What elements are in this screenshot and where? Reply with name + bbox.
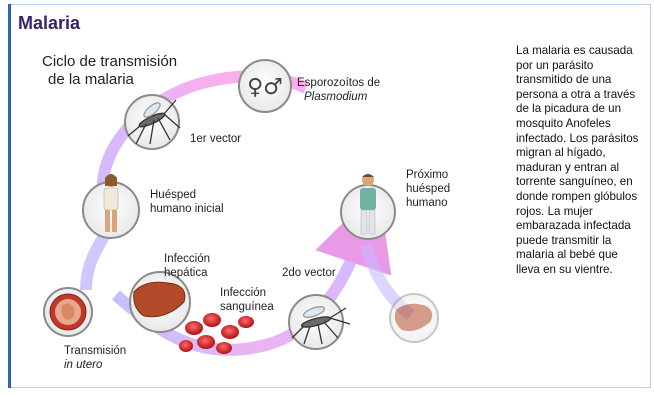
- utero-node: [43, 287, 93, 337]
- faded-liver-node: [389, 293, 439, 343]
- sporozoites-label-line1: Esporozoítos de: [297, 77, 380, 89]
- first-vector-node: [124, 94, 181, 150]
- sporozoites-node: ♀♂: [238, 59, 292, 113]
- section-title: Malaria: [18, 13, 81, 33]
- sporozoites-label-line2: Plasmodium: [304, 91, 368, 103]
- hepatic-infection-node: [129, 271, 191, 333]
- hepatic-label-line1: Infección: [164, 253, 210, 265]
- fetus-icon: [49, 293, 87, 331]
- frame-accent-bar: [8, 4, 11, 388]
- mosquito-icon: [127, 99, 181, 145]
- malaria-cycle-diagram: Ciclo de transmisión de la malaria ♀♂ Es…: [42, 53, 450, 371]
- first-vector-label: 1er vector: [190, 133, 241, 145]
- initial-host-label-line2: humano inicial: [150, 203, 224, 215]
- red-blood-cells-icon: [179, 313, 254, 354]
- hepatic-label-line2: hepática: [164, 267, 208, 279]
- diagram-title-line2: de la malaria: [48, 71, 135, 88]
- man-figure-icon: [360, 174, 376, 235]
- next-host-label-line3: humano: [406, 197, 448, 209]
- next-host-node: [340, 174, 396, 240]
- utero-label-line2: in utero: [64, 359, 103, 371]
- liver-icon: [133, 281, 186, 318]
- liver-icon: [394, 303, 433, 331]
- utero-label-line1: Transmisión: [64, 345, 126, 357]
- initial-host-label-line1: Huésped: [150, 189, 196, 201]
- next-host-label-line1: Próximo: [406, 169, 448, 181]
- diagram-title-line1: Ciclo de transmisión: [42, 53, 177, 70]
- second-vector-node: [288, 294, 351, 350]
- woman-figure-icon: [103, 174, 119, 232]
- initial-host-node: [82, 174, 140, 239]
- sex-symbols-icon: ♀♂: [247, 75, 283, 100]
- next-host-label-line2: huésped: [406, 183, 450, 195]
- blood-label-line1: Infección: [220, 287, 266, 299]
- blood-label-line2: sanguínea: [220, 301, 274, 313]
- second-vector-label: 2do vector: [282, 267, 336, 279]
- malaria-description: La malaria es causada por un parásito tr…: [516, 44, 639, 276]
- mosquito-icon: [291, 306, 351, 345]
